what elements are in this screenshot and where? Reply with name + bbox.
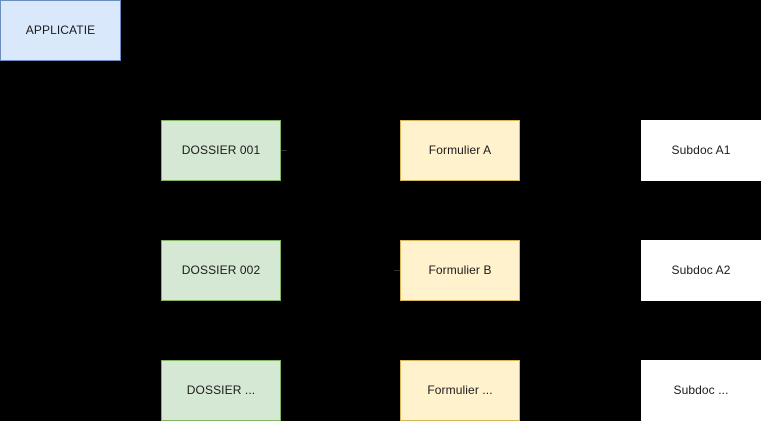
- node-formulier-ellipsis-label: Formulier ...: [427, 383, 493, 398]
- node-dossier-002-label: DOSSIER 002: [181, 263, 261, 278]
- node-subdoc-a1[interactable]: Subdoc A1: [641, 120, 761, 181]
- edge-formulier-b-in: [394, 270, 400, 271]
- node-dossier-ellipsis-label: DOSSIER ...: [186, 383, 256, 398]
- node-formulier-a[interactable]: Formulier A: [400, 120, 520, 181]
- node-subdoc-a1-label: Subdoc A1: [671, 143, 731, 158]
- node-dossier-ellipsis[interactable]: DOSSIER ...: [161, 360, 281, 421]
- edge-dossier-001-out: [281, 150, 287, 151]
- node-formulier-b-label: Formulier B: [428, 263, 492, 278]
- node-subdoc-ellipsis[interactable]: Subdoc ...: [641, 360, 761, 421]
- node-applicatie[interactable]: APPLICATIE: [0, 0, 121, 61]
- node-dossier-001[interactable]: DOSSIER 001: [161, 120, 281, 181]
- node-applicatie-label: APPLICATIE: [25, 23, 96, 38]
- node-formulier-ellipsis[interactable]: Formulier ...: [400, 360, 520, 421]
- node-subdoc-a2-label: Subdoc A2: [671, 263, 731, 278]
- node-subdoc-ellipsis-label: Subdoc ...: [673, 383, 729, 398]
- node-dossier-001-label: DOSSIER 001: [181, 143, 261, 158]
- node-subdoc-a2[interactable]: Subdoc A2: [641, 240, 761, 301]
- node-formulier-a-label: Formulier A: [428, 143, 492, 158]
- node-formulier-b[interactable]: Formulier B: [400, 240, 520, 301]
- node-dossier-002[interactable]: DOSSIER 002: [161, 240, 281, 301]
